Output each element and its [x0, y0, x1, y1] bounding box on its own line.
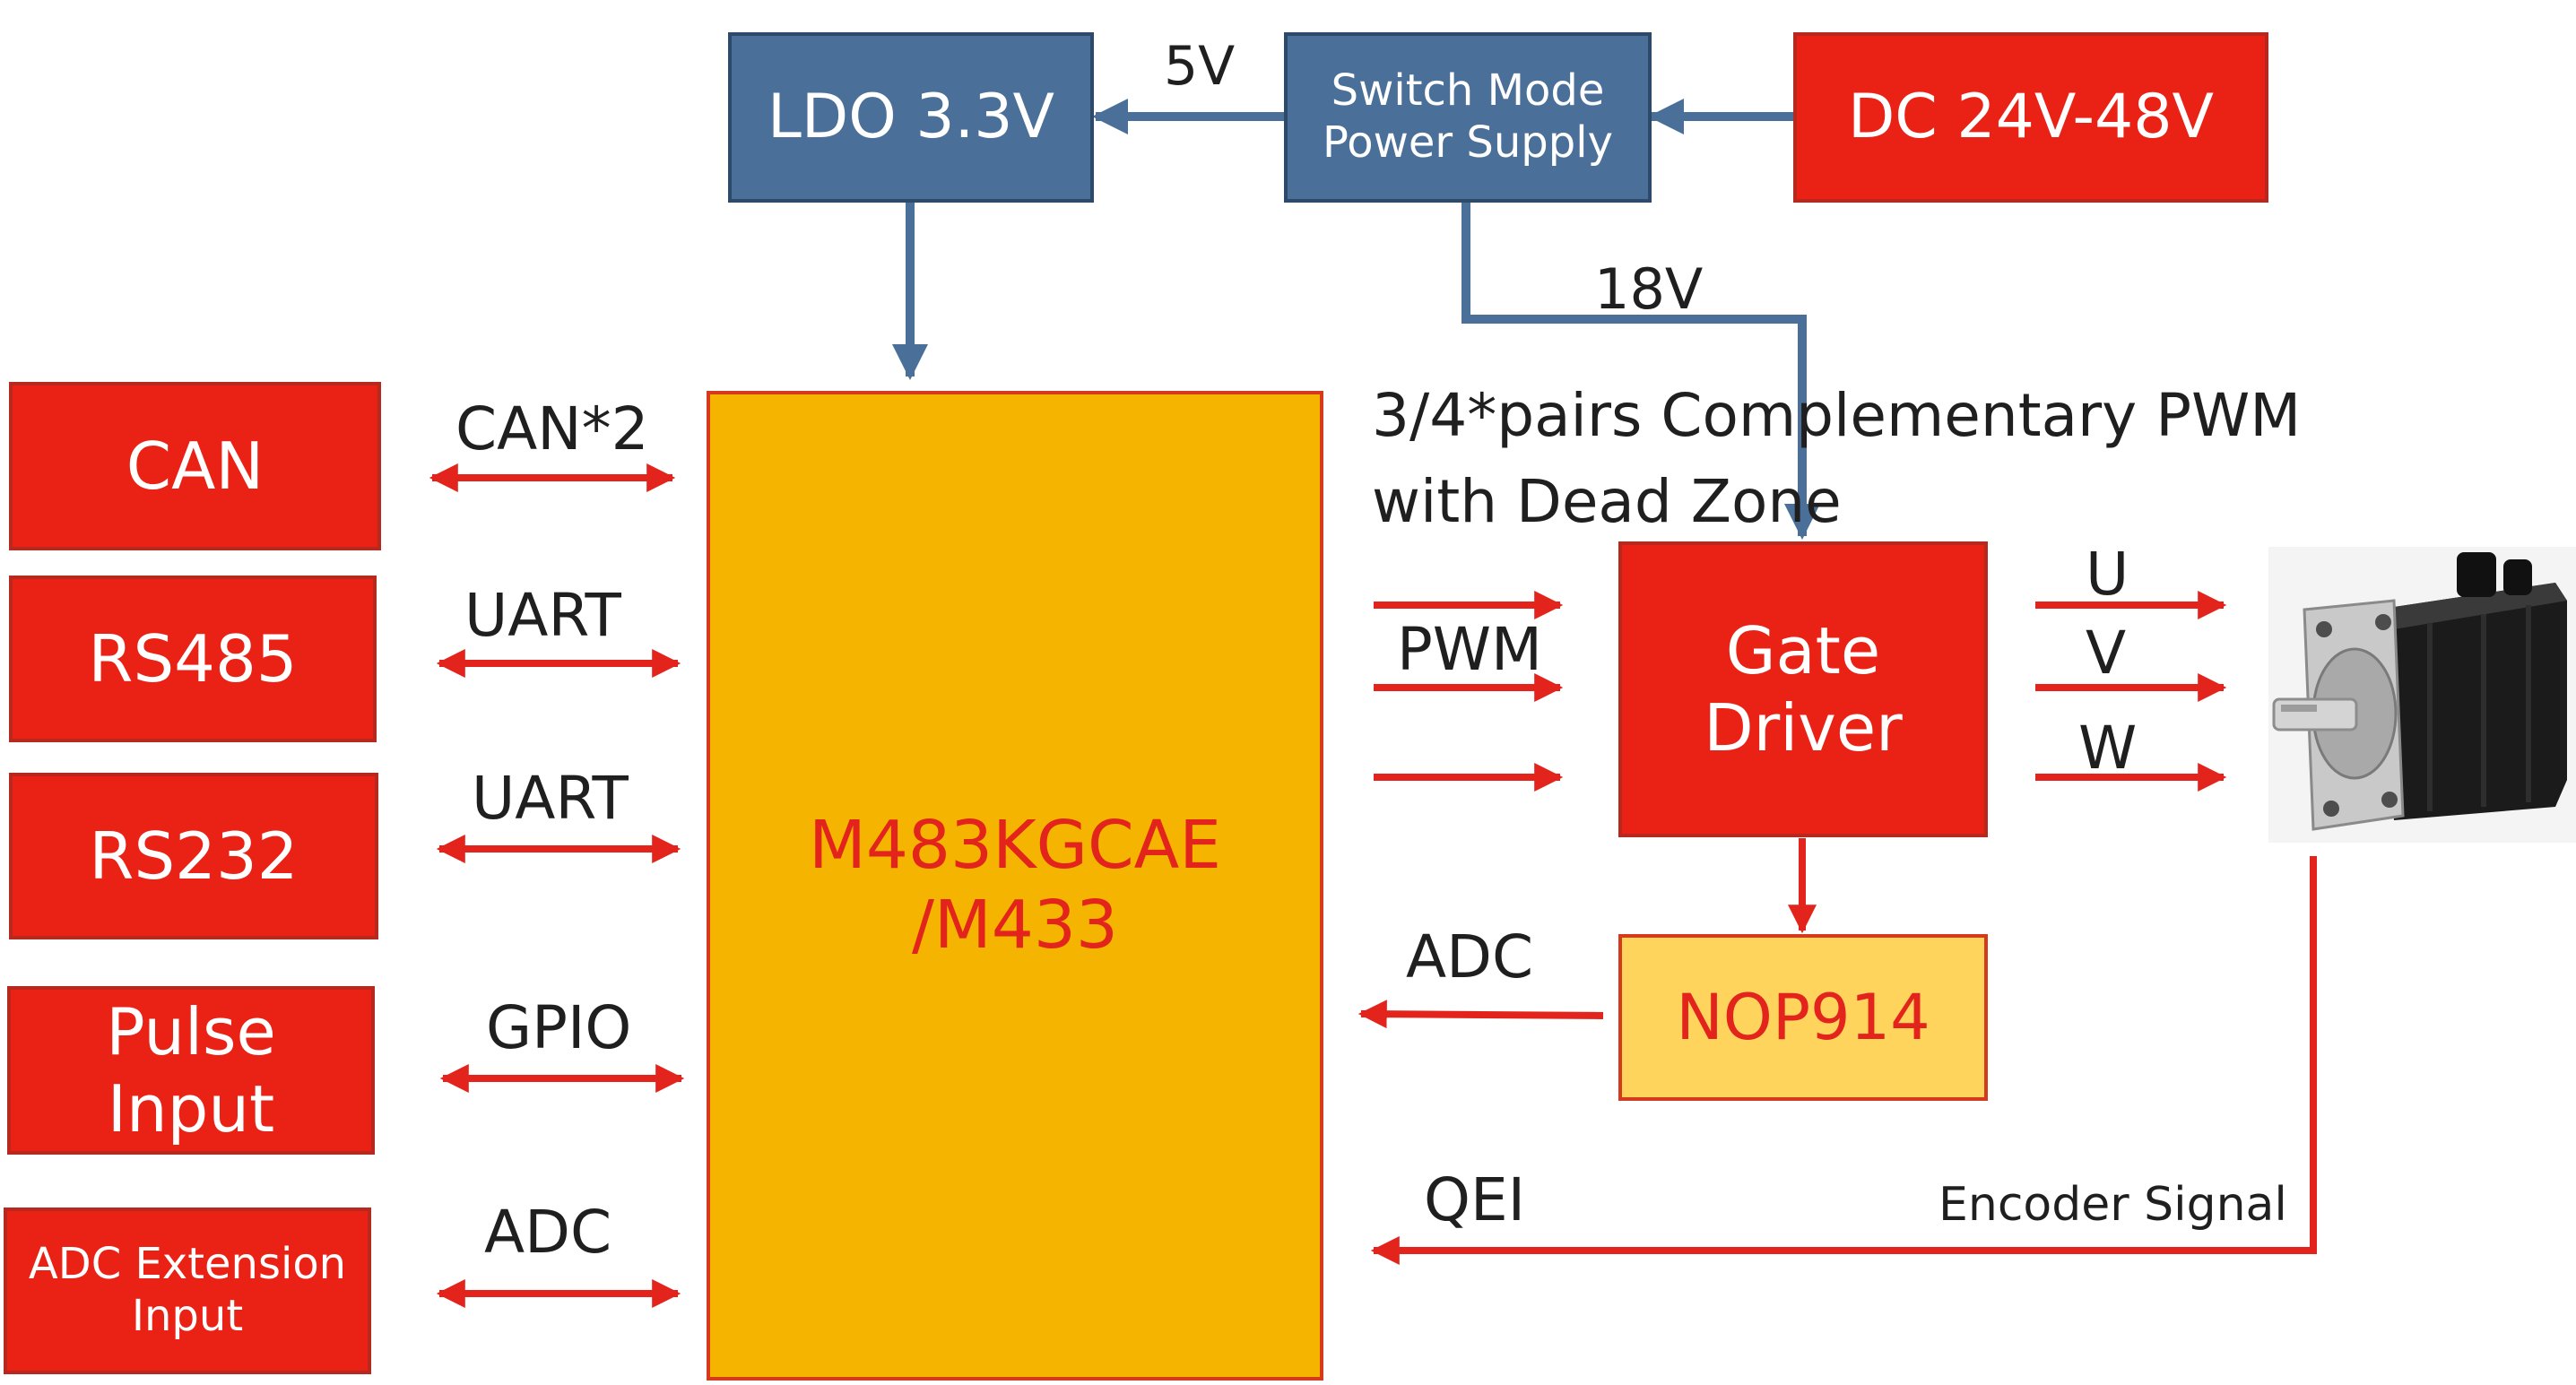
nop914-block: NOP914 — [1618, 934, 1988, 1101]
arrow-encoder-qei — [1370, 856, 2317, 1265]
dc-input-block: DC 24V-48V — [1793, 32, 2268, 203]
label-encoder-signal: Encoder Signal — [1939, 1178, 2287, 1232]
label-18v: 18V — [1594, 256, 1704, 322]
gate-driver-block: Gate Driver — [1618, 541, 1988, 837]
pulse-input-block: Pulse Input — [7, 986, 375, 1155]
label-gpio: GPIO — [486, 993, 632, 1062]
arrow-nop-adc — [1357, 1000, 1604, 1029]
label-uart-rs232: UART — [472, 764, 629, 833]
rs485-block: RS485 — [9, 576, 377, 742]
label-qei: QEI — [1424, 1165, 1526, 1234]
adc-extension-block: ADC Extension Input — [4, 1208, 371, 1374]
label-adc-right: ADC — [1406, 922, 1534, 991]
label-phase-w: W — [2078, 714, 2138, 783]
ldo-block: LDO 3.3V — [728, 32, 1094, 203]
rs232-block: RS232 — [9, 773, 378, 939]
label-pwm-note: 3/4*pairs Complementary PWM with Dead Zo… — [1372, 381, 2302, 536]
label-uart-rs485: UART — [464, 581, 621, 650]
label-can2: CAN*2 — [455, 394, 649, 463]
arrow-smps-18v-to-gate — [1461, 203, 1820, 540]
label-phase-v: V — [2086, 619, 2127, 688]
smps-block: Switch Mode Power Supply — [1284, 32, 1652, 203]
mcu-block: M483KGCAE /M433 — [707, 391, 1323, 1381]
label-pwm: PWM — [1397, 615, 1543, 684]
can-block: CAN — [9, 382, 381, 550]
label-adc-left: ADC — [484, 1198, 612, 1267]
label-5v: 5V — [1164, 35, 1236, 98]
label-phase-u: U — [2086, 540, 2129, 609]
servo-motor-image — [2268, 547, 2576, 843]
